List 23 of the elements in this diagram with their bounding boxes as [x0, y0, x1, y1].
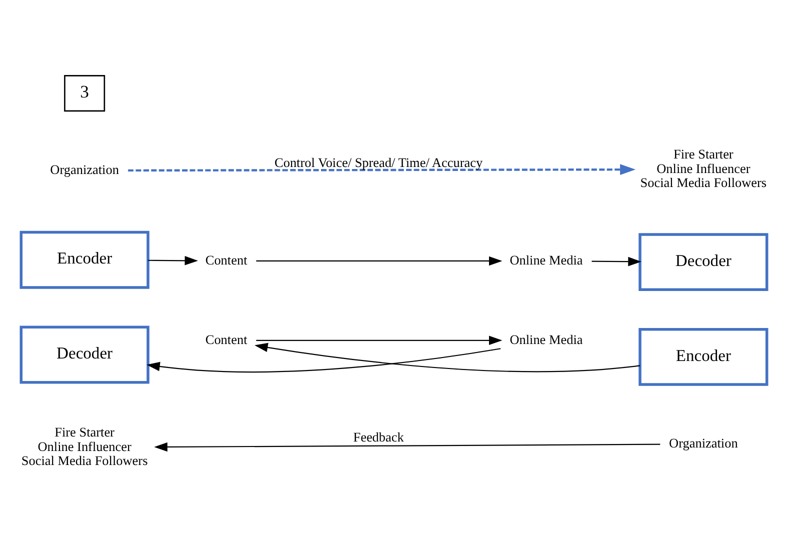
node-box: Encoder [638, 328, 768, 386]
arrow [256, 256, 502, 266]
node-text: Online Media [509, 331, 582, 346]
arrow [148, 256, 198, 265]
node-box: Decoder [19, 325, 149, 384]
node-text: Content [204, 252, 247, 267]
arrow [256, 335, 502, 345]
arrow [146, 348, 500, 372]
node-text: Fire Starter Online Influencer Social Media Followers [20, 424, 148, 468]
node-text: Organization [668, 435, 738, 450]
node-box: 3 [64, 74, 105, 112]
node-text: Organization [50, 161, 118, 176]
arrow [591, 256, 641, 266]
arrow [154, 442, 660, 452]
node-text: Online Media [509, 252, 582, 267]
node-box: Encoder [19, 230, 149, 288]
arrow [128, 164, 636, 174]
node-text: Fire Starter Online Influencer Social Media Followers [640, 146, 766, 190]
node-box: Decoder [638, 232, 768, 291]
edge-label: Feedback [352, 428, 404, 444]
node-text: Content [204, 331, 247, 346]
arrow [254, 342, 640, 372]
edge-label: Control Voice/ Spread/ Time/ Accuracy [274, 154, 482, 170]
